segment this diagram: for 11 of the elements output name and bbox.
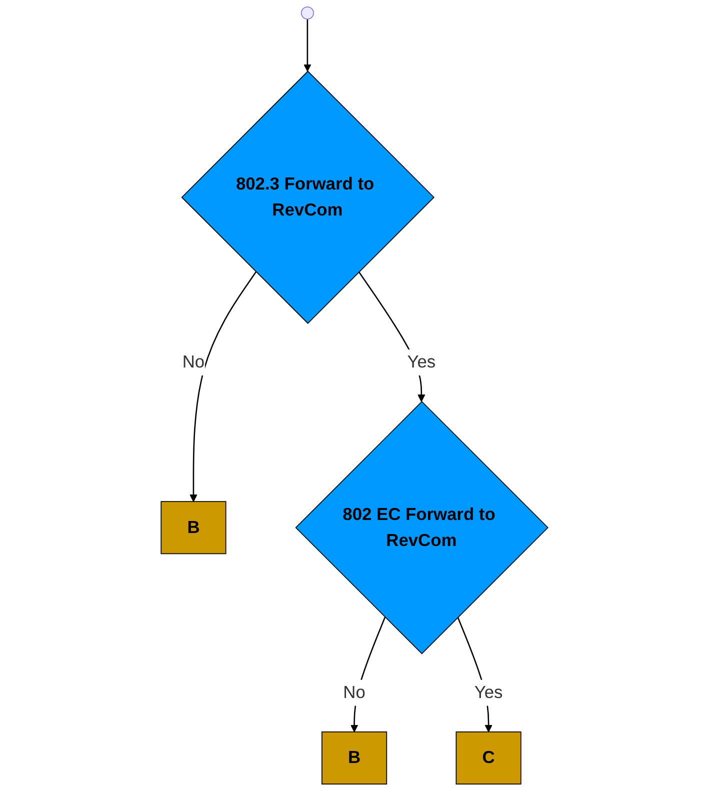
arrow bbox=[304, 19, 312, 72]
edge-label: Yes bbox=[407, 352, 436, 372]
edge-label: Yes bbox=[474, 683, 503, 702]
node-diamond bbox=[295, 400, 548, 654]
node-box bbox=[322, 731, 388, 784]
node-box bbox=[160, 501, 226, 554]
edge-label: No bbox=[182, 352, 205, 372]
node-box bbox=[456, 731, 522, 784]
arrow bbox=[190, 272, 257, 502]
node-diamond bbox=[181, 70, 435, 324]
edge-label: No bbox=[343, 683, 366, 702]
